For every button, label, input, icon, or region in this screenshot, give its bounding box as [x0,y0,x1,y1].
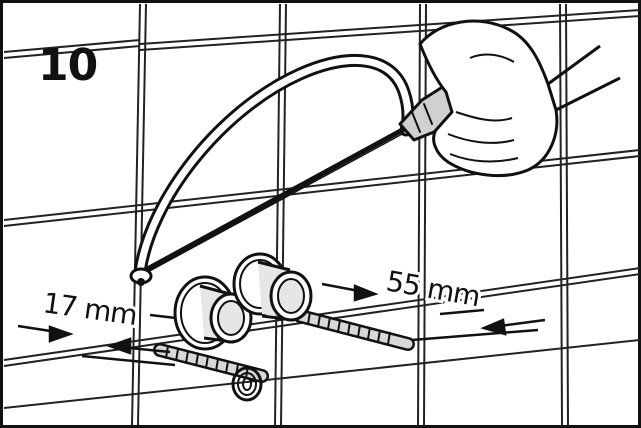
step-number: 10 [38,40,98,91]
dimension-marker-right [321,282,546,342]
pipe-icon [173,275,253,351]
threaded-rod-icon [293,309,415,351]
hacksaw-icon [129,53,460,286]
threaded-rod-icon [153,343,269,402]
wall-tile-icon [3,3,641,426]
hand-icon [418,19,621,178]
pipe-icon [232,252,313,322]
dimension-marker-left [17,313,177,367]
